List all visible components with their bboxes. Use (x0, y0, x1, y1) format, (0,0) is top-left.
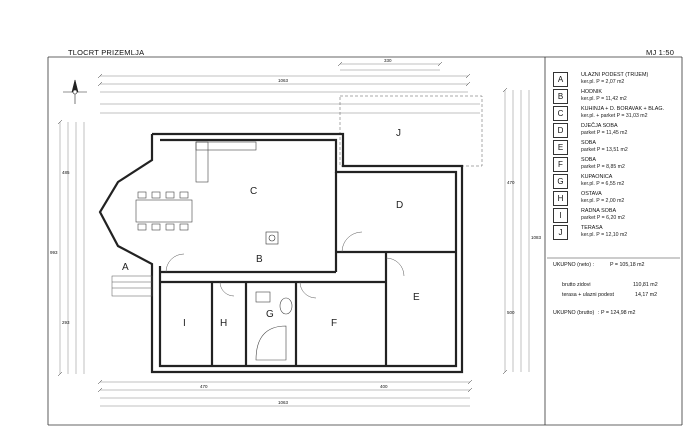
dining-table (135, 191, 193, 231)
legend-area: ker.pl. + parket P = 31,03 m2 (581, 113, 648, 119)
room-label-f: F (331, 318, 338, 329)
legend-key: E (553, 140, 568, 155)
legend-area: parket P = 11,45 m2 (581, 130, 628, 136)
dimension-lines (59, 63, 530, 407)
dim-right-overall: 1083 (531, 235, 542, 240)
dim-bottom-b: 400 (380, 384, 388, 389)
room-label-e: E (413, 292, 420, 303)
sheet-frame (47, 56, 683, 426)
legend-name: HODNIK (581, 89, 602, 95)
legend-row-d: D DJEČJA SOBA parket P = 11,45 m2 (553, 123, 693, 140)
summary-terrace-value: 14,17 m2 (635, 292, 658, 298)
legend-name: OSTAVA (581, 191, 602, 197)
legend-area: ker.pl. P = 6,55 m2 (581, 181, 625, 187)
summary-walls-label: brutto zidovi (562, 282, 591, 288)
room-label-d: D (396, 200, 404, 211)
legend-row-g: G KUPAONICA ker.pl. P = 6,55 m2 (553, 174, 693, 191)
dim-left-overall: 993 (50, 250, 58, 255)
dim-top-overall: 1063 (278, 78, 289, 83)
walls (98, 132, 464, 374)
legend-row-j: J TERASA ker.pl. P = 12,10 m2 (553, 225, 693, 242)
dim-bottom-overall: 1063 (278, 400, 289, 405)
dimension-ticks (57, 61, 508, 393)
drawing-title: TLOCRT PRIZEMLJA (68, 48, 145, 57)
legend-name: SOBA (581, 140, 596, 146)
dim-bottom-a: 470 (200, 384, 208, 389)
legend-area: ker.pl. P = 2,00 m2 (581, 198, 625, 204)
legend-key: G (553, 174, 568, 189)
door-swings (165, 231, 405, 299)
entry-steps (111, 275, 153, 297)
north-arrow-icon (63, 79, 87, 104)
room-label-c: C (250, 186, 258, 197)
legend-key: I (553, 208, 568, 223)
legend-name: KUHINJA + D. BORAVAK + BLAG. (581, 106, 665, 112)
legend-key: C (553, 106, 568, 121)
legend-key: J (553, 225, 568, 240)
legend-key: D (553, 123, 568, 138)
legend-area: parket P = 8,85 m2 (581, 164, 625, 170)
legend-name: DJEČJA SOBA (581, 123, 618, 129)
legend-row-i: I RADNA SOBA parket P = 6,20 m2 (553, 208, 693, 225)
room-label-a: A (122, 262, 129, 273)
legend-area: parket P = 13,51 m2 (581, 147, 628, 153)
dim-right-a: 470 (507, 180, 515, 185)
legend-key: A (553, 72, 568, 87)
kitchen-counter (195, 141, 257, 183)
dim-left-a: 485 (62, 170, 70, 175)
legend-key: B (553, 89, 568, 104)
legend-area: ker.pl. P = 12,10 m2 (581, 232, 628, 238)
summary-net-label: UKUPNO (neto) : (553, 262, 594, 268)
summary-gross-label: UKUPNO (brutto) (553, 310, 595, 316)
legend-name: TERASA (581, 225, 603, 231)
room-label-b: B (256, 254, 263, 265)
legend-name: RADNA SOBA (581, 208, 617, 214)
legend-row-f: F SOBA parket P = 8,85 m2 (553, 157, 693, 174)
drawing-scale: MJ 1:50 (646, 48, 675, 57)
room-label-g: G (266, 309, 274, 320)
bathroom-fixtures (255, 291, 293, 361)
summary-walls-value: 110,81 m2 (633, 282, 658, 288)
room-label-h: H (220, 318, 228, 329)
legend-row-a: A ULAZNI PODEST (TRIJEM) ker.pl. P = 2,0… (553, 72, 693, 89)
dim-right-b: 500 (507, 310, 515, 315)
legend-area: ker.pl. P = 2,07 m2 (581, 79, 625, 85)
legend-row-c: C KUHINJA + D. BORAVAK + BLAG. ker.pl. +… (553, 106, 693, 123)
legend-area: parket P = 6,20 m2 (581, 215, 625, 221)
room-label-i: I (183, 318, 186, 329)
legend-row-b: B HODNIK ker.pl. P = 11,42 m2 (553, 89, 693, 106)
stove-icon (265, 231, 279, 245)
dim-top-terrace: 330 (384, 58, 392, 63)
room-label-j: J (396, 128, 401, 139)
legend-name: ULAZNI PODEST (TRIJEM) (581, 72, 649, 78)
summary-net-value: P = 105,18 m2 (610, 262, 645, 268)
summary-terrace-label: terasa + ulazni podest (562, 292, 614, 298)
legend-row-e: E SOBA parket P = 13,51 m2 (553, 140, 693, 157)
legend-key: H (553, 191, 568, 206)
legend-key: F (553, 157, 568, 172)
dim-left-b: 293 (62, 320, 70, 325)
legend-name: SOBA (581, 157, 596, 163)
summary-gross-value: : P = 124,98 m2 (598, 310, 636, 316)
terrace-outline (339, 95, 483, 167)
legend-row-h: H OSTAVA ker.pl. P = 2,00 m2 (553, 191, 693, 208)
legend-area: ker.pl. P = 11,42 m2 (581, 96, 627, 102)
legend-name: KUPAONICA (581, 174, 613, 180)
